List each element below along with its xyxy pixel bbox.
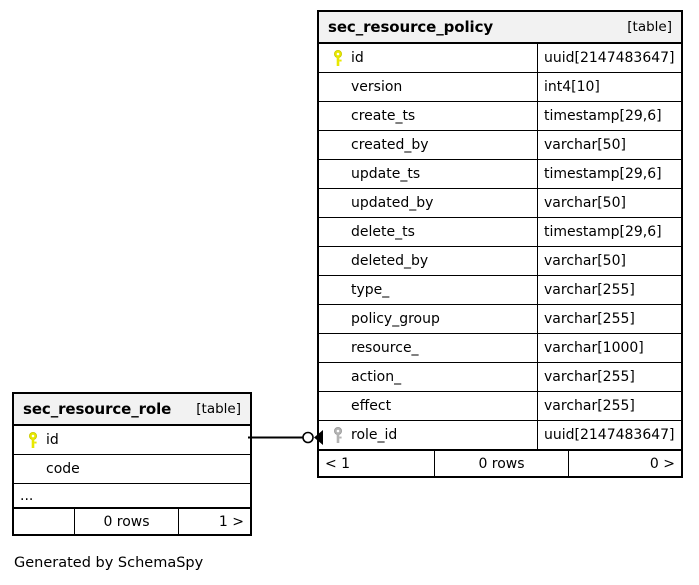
column-name: deleted_by [351, 253, 429, 269]
column-type: uuid[2147483647] [537, 44, 681, 72]
column-name-cell: id [319, 44, 537, 72]
table-row[interactable]: create_ts timestamp[29,6] [319, 102, 681, 131]
table-row[interactable]: deleted_by varchar[50] [319, 247, 681, 276]
column-name: resource_ [351, 340, 419, 356]
column-name: type_ [351, 282, 390, 298]
table-sec-resource-policy[interactable]: sec_resource_policy [table] id uuid[2147… [317, 10, 683, 478]
column-name: code [46, 461, 80, 477]
column-type: uuid[2147483647] [537, 421, 681, 449]
column-name-cell: update_ts [319, 160, 537, 188]
column-type: varchar[255] [537, 305, 681, 333]
table-row[interactable]: code [14, 455, 250, 484]
column-type: varchar[255] [537, 276, 681, 304]
column-type: int4[10] [537, 73, 681, 101]
generated-by-caption: Generated by SchemaSpy [14, 555, 204, 571]
table-row[interactable]: id [14, 426, 250, 455]
column-type: varchar[50] [537, 247, 681, 275]
table-row[interactable]: policy_group varchar[255] [319, 305, 681, 334]
column-name: updated_by [351, 195, 434, 211]
table-title: sec_resource_policy [328, 18, 494, 36]
column-name: delete_ts [351, 224, 415, 240]
table-kind-label: [table] [627, 19, 672, 35]
column-name: create_ts [351, 108, 416, 124]
column-name: id [46, 432, 59, 448]
column-name-cell: id [14, 426, 250, 454]
table-row[interactable]: action_ varchar[255] [319, 363, 681, 392]
column-type: timestamp[29,6] [537, 160, 681, 188]
column-name-cell: code [14, 455, 250, 483]
table-row[interactable]: created_by varchar[50] [319, 131, 681, 160]
table-header: sec_resource_role [table] [14, 394, 250, 426]
column-name-cell: role_id [319, 421, 537, 449]
relationship-connector[interactable] [248, 424, 324, 452]
table-row[interactable]: version int4[10] [319, 73, 681, 102]
primary-key-icon [20, 431, 46, 449]
footer-prev-link[interactable]: < 1 [325, 455, 351, 472]
footer-next-link[interactable]: 1 > [178, 509, 250, 534]
table-row[interactable]: update_ts timestamp[29,6] [319, 160, 681, 189]
table-row[interactable]: effect varchar[255] [319, 392, 681, 421]
column-type: varchar[255] [537, 363, 681, 391]
column-type: timestamp[29,6] [537, 218, 681, 246]
table-kind-label: [table] [196, 401, 241, 417]
column-name-cell: updated_by [319, 189, 537, 217]
column-type: varchar[50] [537, 131, 681, 159]
table-row[interactable]: id uuid[2147483647] [319, 44, 681, 73]
column-type: varchar[50] [537, 189, 681, 217]
column-name-cell: action_ [319, 363, 537, 391]
column-type: varchar[1000] [537, 334, 681, 362]
column-name-cell: version [319, 73, 537, 101]
table-row[interactable]: type_ varchar[255] [319, 276, 681, 305]
table-header: sec_resource_policy [table] [319, 12, 681, 44]
column-name-cell: delete_ts [319, 218, 537, 246]
column-name-cell: created_by [319, 131, 537, 159]
footer-row-count: 0 rows [434, 451, 568, 476]
column-name: effect [351, 398, 392, 414]
column-name-cell: effect [319, 392, 537, 420]
column-name: version [351, 79, 403, 95]
table-sec-resource-role[interactable]: sec_resource_role [table] id code ... [12, 392, 252, 536]
column-type: varchar[255] [537, 392, 681, 420]
column-name: action_ [351, 369, 402, 385]
table-footer: < 1 0 rows 0 > [319, 450, 681, 476]
primary-key-icon [325, 49, 351, 67]
table-row[interactable]: updated_by varchar[50] [319, 189, 681, 218]
table-footer: 0 rows 1 > [14, 508, 250, 534]
more-columns-indicator: ... [14, 484, 250, 508]
column-name-cell: create_ts [319, 102, 537, 130]
footer-prev-link[interactable] [14, 509, 74, 534]
table-row[interactable]: delete_ts timestamp[29,6] [319, 218, 681, 247]
column-type: timestamp[29,6] [537, 102, 681, 130]
foreign-key-icon [325, 426, 351, 444]
column-name: policy_group [351, 311, 440, 327]
table-title: sec_resource_role [23, 400, 172, 418]
column-name: created_by [351, 137, 429, 153]
column-name: update_ts [351, 166, 421, 182]
table-row[interactable]: resource_ varchar[1000] [319, 334, 681, 363]
table-row[interactable]: role_id uuid[2147483647] [319, 421, 681, 450]
column-name: role_id [351, 427, 398, 443]
column-name: id [351, 50, 364, 66]
column-name-cell: resource_ [319, 334, 537, 362]
column-name-cell: type_ [319, 276, 537, 304]
footer-row-count: 0 rows [74, 509, 178, 534]
column-name-cell: deleted_by [319, 247, 537, 275]
column-name-cell: policy_group [319, 305, 537, 333]
footer-next-link[interactable]: 0 > [568, 451, 681, 476]
